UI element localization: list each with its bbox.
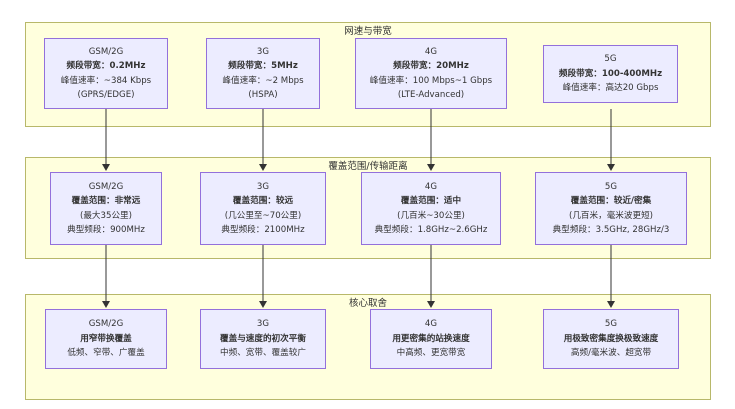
node-gen-label: 3G xyxy=(256,46,270,57)
node-key-label: 频段带宽：20MHz xyxy=(393,61,469,71)
node-extra-label: (LTE-Advanced) xyxy=(397,90,465,100)
node-detail-label: 中高频、更宽带宽 xyxy=(396,348,466,359)
node-detail-label: 高频/毫米波、超宽带 xyxy=(570,348,652,359)
node-key-label: 覆盖范围：非常远 xyxy=(71,196,141,206)
node-key-label: 覆盖范围：较近/密集 xyxy=(570,196,652,206)
node-extra-label: 典型频段：2100MHz xyxy=(221,225,305,235)
node-detail-label: 峰值速率：~2 Mbps xyxy=(222,75,304,86)
node-key-label: 覆盖范围：适中 xyxy=(400,196,462,206)
node-key-label: 用窄带换覆盖 xyxy=(80,333,132,344)
node-key-label: 频段带宽：5MHz xyxy=(228,61,298,71)
node-bandwidth-5g: 5G 频段带宽：100-400MHz 峰值速率：高达20 Gbps xyxy=(543,45,678,103)
node-detail-label: (几公里至~70公里) xyxy=(224,210,302,221)
node-gen-label: 4G xyxy=(424,181,438,192)
node-key-label: 用更密集的站换速度 xyxy=(392,333,470,344)
group-title-bandwidth: 网速与带宽 xyxy=(344,26,392,37)
node-detail-label: (几百米，毫米波更短) xyxy=(568,210,654,221)
node-key-label: 频段带宽：100-400MHz xyxy=(558,68,663,79)
node-tradeoff-3g: 3G 覆盖与速度的初次平衡 中频、宽带、覆盖较广 xyxy=(200,309,326,369)
node-key-label: 用极致密集度换极致速度 xyxy=(563,333,659,344)
node-gen-label: GSM/2G xyxy=(88,181,124,192)
node-gen-label: 3G xyxy=(256,319,270,330)
node-tradeoff-5g: 5G 用极致密集度换极致速度 高频/毫米波、超宽带 xyxy=(543,309,679,369)
node-detail-label: (几百米~30公里) xyxy=(397,210,465,221)
node-detail-label: 峰值速率：100 Mbps~1 Gbps xyxy=(369,75,493,86)
node-coverage-4g: 4G 覆盖范围：适中 (几百米~30公里) 典型频段：1.8GHz~2.6GHz xyxy=(361,172,501,245)
node-gen-label: 4G xyxy=(424,319,438,330)
node-bandwidth-3g: 3G 频段带宽：5MHz 峰值速率：~2 Mbps (HSPA) xyxy=(206,38,320,109)
node-extra-label: (GPRS/EDGE) xyxy=(77,90,135,100)
node-detail-label: 中频、宽带、覆盖较广 xyxy=(220,348,306,359)
node-detail-label: 峰值速率：高达20 Gbps xyxy=(562,83,659,94)
node-extra-label: 典型频段：3.5GHz, 28GHz/3 xyxy=(552,225,670,235)
node-key-label: 覆盖范围：较远 xyxy=(232,196,294,206)
node-coverage-gsm2g: GSM/2G 覆盖范围：非常远 (最大35公里) 典型频段：900MHz xyxy=(50,172,162,245)
node-tradeoff-gsm2g: GSM/2G 用窄带换覆盖 低频、窄带、广覆盖 xyxy=(45,309,167,369)
node-extra-label: 典型频段：1.8GHz~2.6GHz xyxy=(374,225,488,235)
node-gen-label: 4G xyxy=(424,46,438,57)
node-extra-label: 典型频段：900MHz xyxy=(67,225,145,235)
node-detail-label: (最大35公里) xyxy=(79,210,133,221)
node-gen-label: GSM/2G xyxy=(88,319,124,330)
node-key-label: 覆盖与速度的初次平衡 xyxy=(220,333,306,344)
node-bandwidth-4g: 4G 频段带宽：20MHz 峰值速率：100 Mbps~1 Gbps (LTE-… xyxy=(355,38,507,109)
node-detail-label: 低频、窄带、广覆盖 xyxy=(67,348,145,359)
node-tradeoff-4g: 4G 用更密集的站换速度 中高频、更宽带宽 xyxy=(370,309,492,369)
group-title-coverage: 覆盖范围/传输距离 xyxy=(328,161,408,172)
node-detail-label: 峰值速率：~384 Kbps xyxy=(60,75,152,86)
node-bandwidth-gsm2g: GSM/2G 频段带宽：0.2MHz 峰值速率：~384 Kbps (GPRS/… xyxy=(44,38,168,109)
node-gen-label: 3G xyxy=(256,181,270,192)
node-gen-label: 5G xyxy=(604,54,617,65)
node-coverage-5g: 5G 覆盖范围：较近/密集 (几百米，毫米波更短) 典型频段：3.5GHz, 2… xyxy=(535,172,687,245)
node-key-label: 频段带宽：0.2MHz xyxy=(66,61,146,71)
node-extra-label: (HSPA) xyxy=(248,90,278,100)
group-title-tradeoff: 核心取舍 xyxy=(348,298,387,309)
node-gen-label: 5G xyxy=(604,181,618,192)
node-gen-label: 5G xyxy=(604,319,618,330)
node-coverage-3g: 3G 覆盖范围：较远 (几公里至~70公里) 典型频段：2100MHz xyxy=(200,172,326,245)
node-gen-label: GSM/2G xyxy=(88,46,124,57)
